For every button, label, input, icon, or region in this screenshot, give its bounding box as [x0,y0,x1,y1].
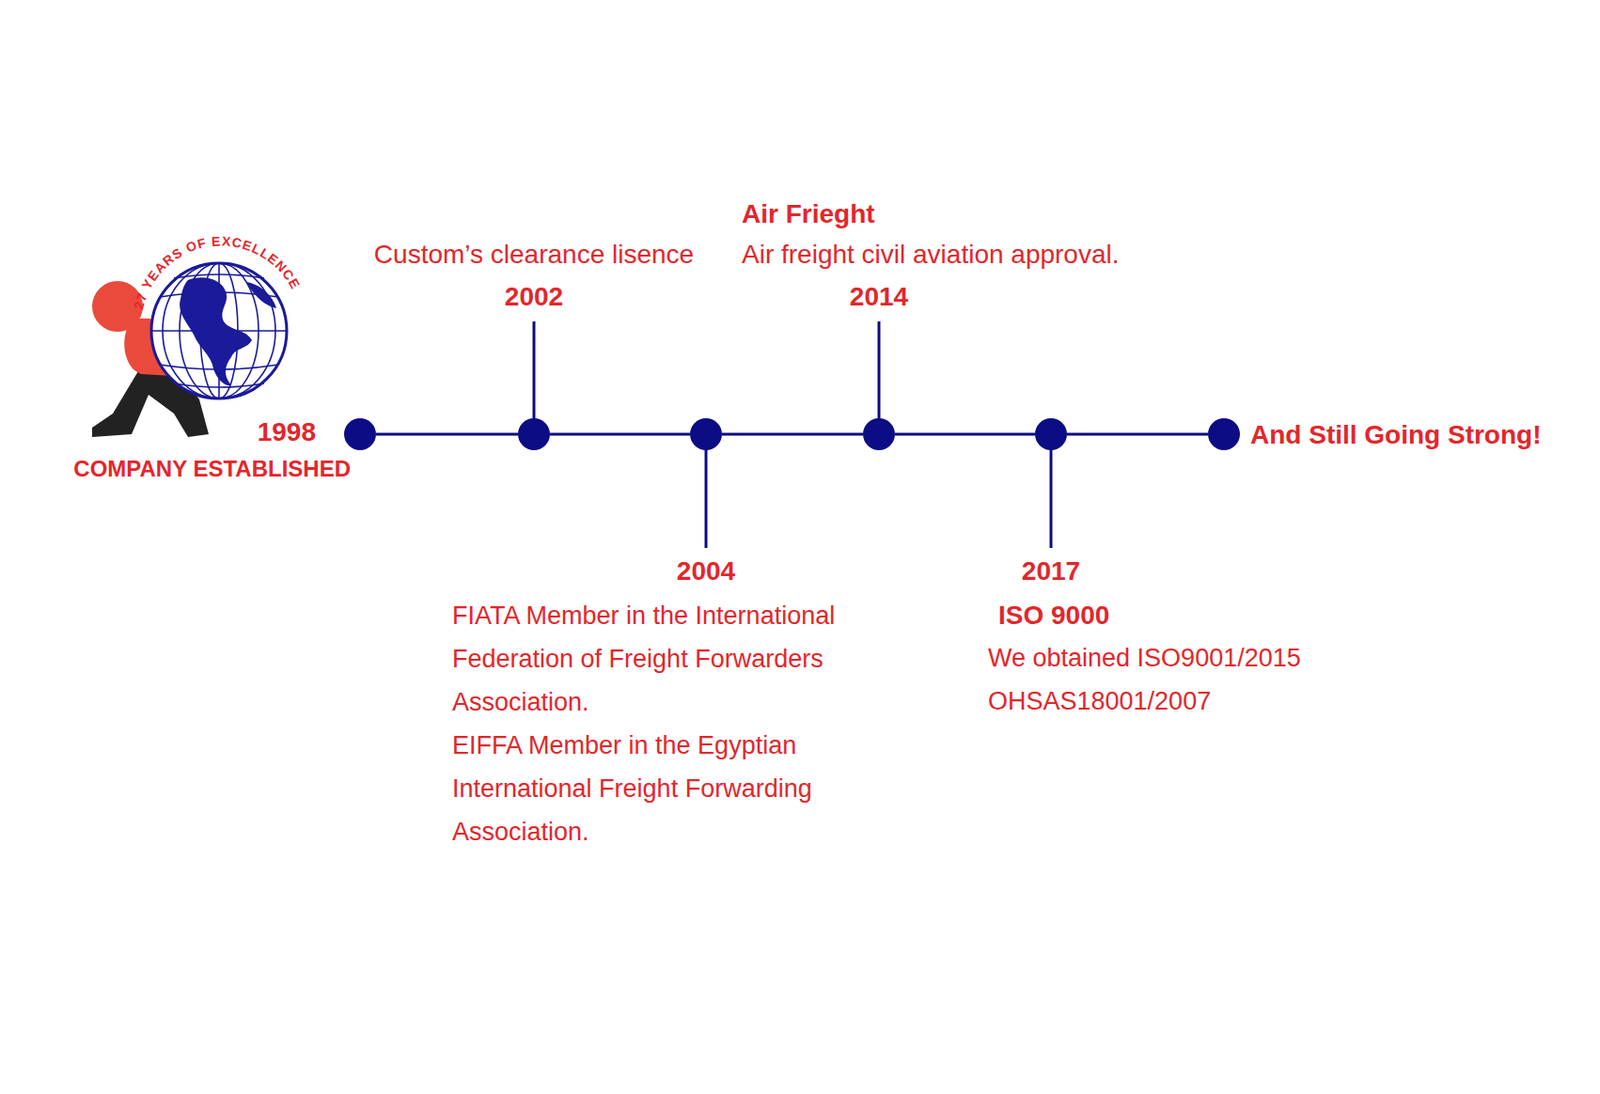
milestone-text: Air freight civil aviation approval. [741,238,1120,271]
logo-slogan-text: 27 YEARS OF EXCELLENCE [130,233,303,311]
timeline-dot: Custom’s clearance lisence2002 [517,418,550,451]
timeline-line [376,433,518,437]
timeline-dot: 2004FIATA Member in the International Fe… [690,418,722,451]
milestone-text: ISO 9000 [998,599,1110,632]
milestone-heading: 1998 [257,416,316,449]
milestone-text: 2014 [849,281,909,314]
milestone-heading: 2017 [1021,555,1081,588]
timeline-dot: And Still Going Strong! [1207,418,1240,451]
milestone-heading: Air Frieght [741,198,876,231]
milestone-text: EIFFA Member in the Egyptian Internation… [452,723,923,854]
milestone-text: 2002 [504,281,564,314]
logo-slogan: 27 YEARS OF EXCELLENCE [130,233,303,311]
timeline-line [549,433,691,437]
timeline-dot: 1998COMPANY ESTABLISHED [344,418,377,451]
globe [151,263,287,399]
timeline-line [894,433,1036,437]
globe-continent [246,282,277,309]
timeline-line [1066,433,1208,437]
milestone-text: We obtained ISO9001/2015 OHSAS18001/2007 [988,636,1393,723]
milestone-text: FIATA Member in the International Federa… [452,594,923,724]
milestone-heading: Custom’s clearance lisence [374,238,694,271]
milestone-heading: And Still Going Strong! [1250,419,1542,452]
timeline-stem [533,321,1051,549]
milestone-text: COMPANY ESTABLISHED [73,454,351,483]
timeline-line [721,433,863,437]
milestone-heading: 2004 [676,555,736,588]
globe-grid [151,263,287,399]
timeline-dot: 2017ISO 9000We obtained ISO9001/2015 OHS… [1035,418,1067,451]
timeline-dot: Air FrieghtAir freight civil aviation ap… [862,418,895,451]
globe-continent [179,277,252,386]
